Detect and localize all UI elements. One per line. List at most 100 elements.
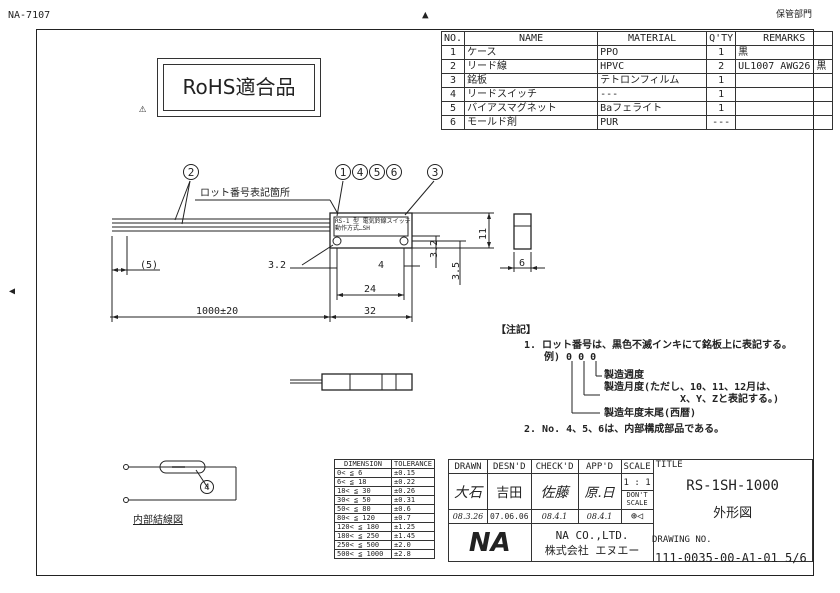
tol-dimension: 500< ≦ 1000 <box>334 549 392 559</box>
note-year: 製造年度末尾(西暦) <box>604 408 697 419</box>
dim-3-5: 3.5 <box>451 261 462 280</box>
tol-row: 6< ≦ 18±0.22 <box>334 477 435 487</box>
note-line-1: 1. ロット番号は、黒色不滅インキにて銘板上に表記する。 <box>524 340 793 351</box>
tb-title-sub: 外形図 <box>713 506 753 521</box>
note-week: 製造週度 <box>604 370 644 381</box>
parts-no: 6 <box>440 115 466 130</box>
tol-value: ±0.6 <box>391 504 435 514</box>
tb-dont-scale: DON'T SCALE <box>626 491 648 507</box>
tol-dimension: 30< ≦ 50 <box>334 495 392 505</box>
tb-header-drawn: DRAWN <box>448 459 488 474</box>
callout-2: 2 <box>183 164 199 180</box>
note-month-1: 製造月度(ただし、10、11、12月は、 <box>604 382 777 393</box>
callout-6: 6 <box>386 164 402 180</box>
tol-dimension: 120< ≦ 180 <box>334 522 392 532</box>
title-block: DRAWN DESN'D CHECK'D APP'D SCALE TITLE R… <box>448 459 813 562</box>
tb-scale-cell: 1 : 1 DON'T SCALE <box>620 473 654 510</box>
callout-5: 5 <box>369 164 385 180</box>
tol-row: 30< ≦ 50±0.31 <box>334 495 435 505</box>
parts-remarks <box>735 115 834 130</box>
tol-dimension: 180< ≦ 250 <box>334 531 392 541</box>
tb-drawing-no: 111-0035-00-A1-01 5/6 <box>655 551 807 565</box>
tb-header-scale: SCALE <box>620 459 654 474</box>
tb-sign-designed: 吉田 <box>487 473 532 510</box>
top-center-mark: ▲ <box>422 8 429 21</box>
tb-header-checked: CHECK'D <box>530 459 579 474</box>
tol-row: 250< ≦ 500±2.0 <box>334 540 435 550</box>
stamp-label: 保管部門 <box>776 10 813 20</box>
dim-5: (5) <box>140 260 159 271</box>
dim-32: 32 <box>364 306 377 317</box>
left-center-mark: ◀ <box>9 286 16 297</box>
tol-row: 180< ≦ 250±1.45 <box>334 531 435 541</box>
callout-3: 3 <box>427 164 443 180</box>
tb-signature-row: 大石 吉田 佐藤 原.日 1 : 1 DON'T SCALE <box>448 473 813 510</box>
parts-name: モールド剤 <box>464 115 599 130</box>
tol-row: 50< ≦ 80±0.6 <box>334 504 435 514</box>
nameplate-text: RS-1 型 電気鈴線スイッチ 動作方式…SH <box>335 218 411 232</box>
dim-6: 6 <box>519 258 526 269</box>
dim-4: 4 <box>378 260 385 271</box>
tb-company-row: NA NA CO.,LTD. 株式会社 エヌエー <box>448 523 813 562</box>
drawing-frame <box>36 29 814 576</box>
note-month-2: X、Y、Zと表記する。) <box>680 394 780 405</box>
dim-3-2-height: 3.2 <box>429 239 440 258</box>
tb-drawing-no-region <box>651 533 811 534</box>
callout-1: 1 <box>335 164 351 180</box>
parts-qty: --- <box>706 115 737 130</box>
tb-date-row: 08.3.26 07.06.06 08.4.1 08.4.1 ⊕◁ <box>448 509 813 524</box>
tb-title-main: RS-1SH-1000 <box>686 478 779 494</box>
tol-value: ±1.45 <box>391 531 435 541</box>
rohs-label: RoHS適合品 <box>163 64 315 111</box>
tol-value: ±0.26 <box>391 486 435 496</box>
tol-row: 80< ≦ 120±0.7 <box>334 513 435 523</box>
warning-icon: ⚠ <box>139 101 147 115</box>
tol-row: 0< ≦ 6±0.15 <box>334 468 435 478</box>
doc-code: NA-7107 <box>8 10 51 21</box>
rohs-box: RoHS適合品 <box>157 58 321 117</box>
tol-dimension: 18< ≦ 30 <box>334 486 392 496</box>
tol-dimension: 0< ≦ 6 <box>334 468 392 478</box>
tol-value: ±2.8 <box>391 549 435 559</box>
tol-row: 18< ≦ 30±0.26 <box>334 486 435 496</box>
tol-value: ±1.25 <box>391 522 435 532</box>
callout-4: 4 <box>352 164 368 180</box>
tol-value: ±0.31 <box>391 495 435 505</box>
dim-11: 11 <box>478 227 489 240</box>
tb-drawing-no-label: DRAWING NO. <box>652 535 712 545</box>
note-example: 例) 0 0 0 <box>544 352 597 363</box>
tb-date-checked: 08.4.1 <box>530 509 579 524</box>
tol-row: 500< ≦ 1000±2.8 <box>334 549 435 559</box>
projection-icon: ⊕◁ <box>620 509 654 524</box>
company-name-en: NA CO.,LTD. <box>555 528 629 542</box>
tb-company-cell: NA CO.,LTD. 株式会社 エヌエー <box>530 523 654 562</box>
tol-dimension: 6< ≦ 18 <box>334 477 392 487</box>
tb-sign-approved: 原.日 <box>577 473 622 510</box>
tb-header-designed: DESN'D <box>487 459 532 474</box>
lot-number-label: ロット番号表記箇所 <box>200 188 290 199</box>
tol-value: ±0.22 <box>391 477 435 487</box>
tb-title-cell: TITLE RS-1SH-1000 外形図 <box>652 459 813 562</box>
tol-header-tolerance: TOLERANCE <box>391 459 435 469</box>
company-name-jp: 株式会社 エヌエー <box>544 543 640 557</box>
tb-date-approved: 08.4.1 <box>577 509 622 524</box>
tol-dimension: 250< ≦ 500 <box>334 540 392 550</box>
dim-3-2-hole: 3.2 <box>268 260 287 271</box>
tb-header-row: DRAWN DESN'D CHECK'D APP'D SCALE TITLE R… <box>448 459 813 562</box>
tol-row: 120< ≦ 180±1.25 <box>334 522 435 532</box>
tol-value: ±0.7 <box>391 513 435 523</box>
tb-sign-checked: 佐藤 <box>530 473 579 510</box>
tol-value: ±0.15 <box>391 468 435 478</box>
company-logo: NA <box>448 523 532 562</box>
circuit-label: 内部結線図 <box>133 515 183 526</box>
notes-heading: 【注記】 <box>496 325 536 336</box>
